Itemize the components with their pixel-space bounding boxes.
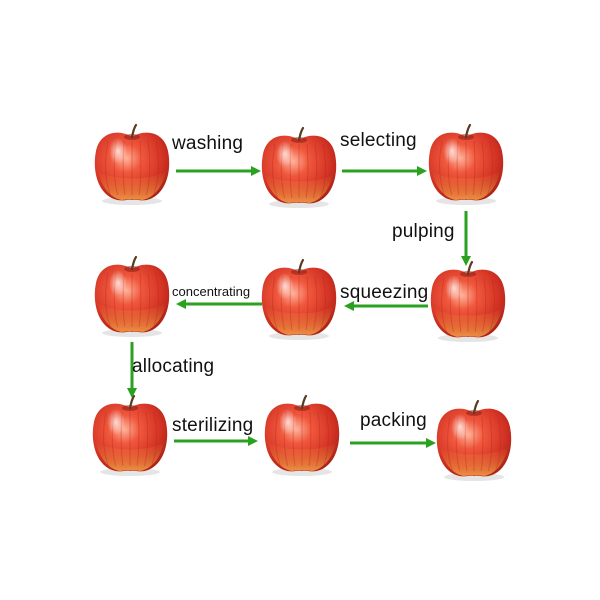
apple-icon [430, 260, 506, 342]
step-label-packing: packing [360, 410, 427, 431]
apple-icon [428, 123, 504, 205]
step-label-pulping: pulping [392, 221, 455, 242]
step-label-sterilizing: sterilizing [172, 415, 254, 436]
step-label-selecting: selecting [340, 130, 417, 151]
apple-icon [94, 123, 170, 205]
apple-icon [264, 394, 340, 476]
apple-icon [94, 255, 170, 337]
step-label-squeezing: squeezing [340, 282, 429, 303]
apple-icon [261, 126, 337, 208]
apple-icon [436, 399, 512, 481]
step-label-allocating: allocating [132, 356, 215, 377]
step-label-washing: washing [172, 133, 244, 154]
step-label-concentrating: concentrating [172, 284, 251, 299]
apple-icon [261, 258, 337, 340]
apple-icon [92, 394, 168, 476]
